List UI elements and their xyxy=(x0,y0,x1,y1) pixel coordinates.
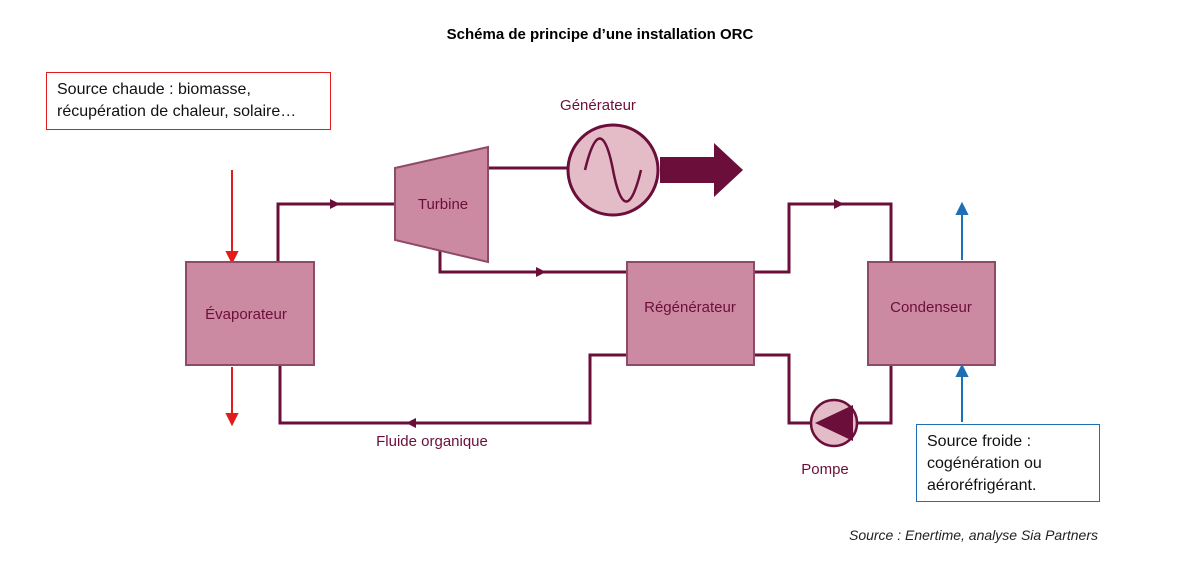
condenser-label: Condenseur xyxy=(890,299,972,316)
cold-source-line-3: aéroréfrigérant. xyxy=(927,477,1037,494)
cold-arrow-in-head xyxy=(955,363,969,377)
cold-source-note: Source froide : cogénération ou aéroréfr… xyxy=(916,424,1100,502)
turbine-label: Turbine xyxy=(418,196,468,213)
hot-arrow-out-head xyxy=(225,413,239,427)
flow-arrows xyxy=(330,199,844,428)
sine-wave-icon xyxy=(583,137,643,203)
pipe-pump-to-regenerator xyxy=(754,353,810,425)
pipe-regenerator-to-condenser xyxy=(754,202,893,274)
flow-arrow-middle xyxy=(536,267,546,277)
cold-source-line-1: Source froide : xyxy=(927,433,1032,450)
hot-source-arrows xyxy=(225,170,239,427)
pipe-turbine-to-regenerator xyxy=(438,248,627,274)
turbine-shape xyxy=(394,145,489,264)
source-credit: Source : Enertime, analyse Sia Partners xyxy=(848,527,1098,543)
diagram-title: Schéma de principe d’une installation OR… xyxy=(446,26,754,43)
cold-source-line-2: cogénération ou xyxy=(927,455,1042,472)
hot-source-line-2: récupération de chaleur, solaire… xyxy=(57,103,297,120)
evaporator-box xyxy=(185,261,315,366)
condenser-box xyxy=(867,261,996,366)
evaporator-label: Évaporateur xyxy=(205,306,287,323)
pump-triangle-icon xyxy=(815,405,853,441)
pump-label: Pompe xyxy=(801,461,849,478)
generator-label: Générateur xyxy=(560,97,636,114)
flow-arrow-bottom xyxy=(406,418,416,428)
pipe-condenser-to-pump xyxy=(858,364,893,425)
fluid-label: Fluide organique xyxy=(376,433,488,450)
regenerator-label: Régénérateur xyxy=(644,299,736,316)
flow-arrow-top-right xyxy=(834,199,844,209)
flow-arrow-top-left xyxy=(330,199,340,209)
hot-source-note: Source chaude : biomasse, récupération d… xyxy=(46,72,331,130)
regenerator-box xyxy=(626,261,755,366)
pipes xyxy=(276,166,893,425)
hot-arrow-in-head xyxy=(225,251,239,265)
cold-arrow-up-head xyxy=(955,201,969,215)
pipe-regenerator-to-evaporator xyxy=(278,353,627,425)
hot-source-line-1: Source chaude : biomasse, xyxy=(57,81,251,98)
cold-source-arrows xyxy=(955,201,969,422)
pipe-evaporator-to-turbine xyxy=(276,202,395,262)
power-output-arrow xyxy=(660,143,743,197)
